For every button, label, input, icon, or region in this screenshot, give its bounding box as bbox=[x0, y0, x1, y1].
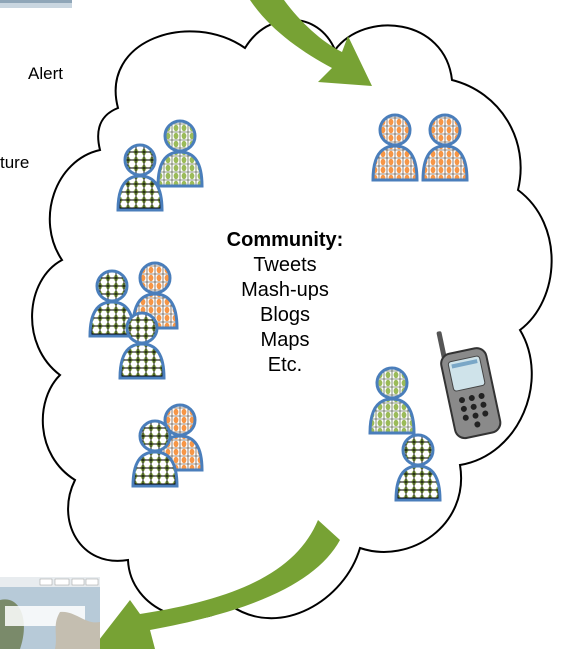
community-item: Tweets bbox=[253, 254, 317, 276]
community-item: Etc. bbox=[267, 354, 303, 376]
community-text: Community: Tweets Mash-ups Blogs Maps Et… bbox=[200, 228, 370, 378]
map-thumbnail-bottom bbox=[0, 577, 100, 649]
community-item: Blogs bbox=[259, 304, 311, 326]
map-thumbnail-top bbox=[0, 0, 72, 8]
feature-label-fragment: ture bbox=[0, 153, 30, 172]
alert-label-fragment: Alert bbox=[28, 64, 63, 83]
arrow-out-icon bbox=[92, 520, 340, 649]
community-item: Maps bbox=[260, 329, 310, 351]
community-item: Mash-ups bbox=[241, 279, 329, 301]
arrow-in-icon bbox=[250, 0, 372, 86]
community-heading: Community: bbox=[226, 229, 344, 251]
mobile-phone-icon bbox=[436, 331, 502, 440]
